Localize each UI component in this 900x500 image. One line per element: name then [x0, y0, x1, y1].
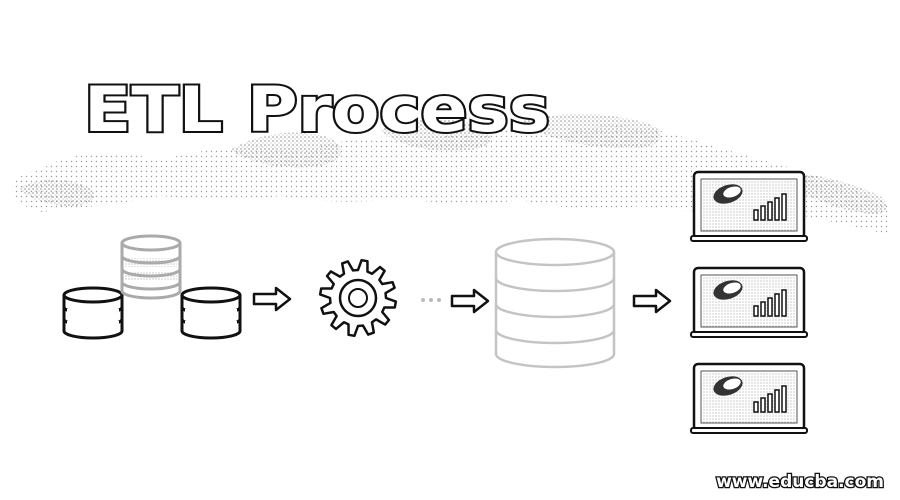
arrow-right-icon [252, 286, 292, 312]
gear-icon [318, 258, 398, 338]
arrow-right-icon [632, 288, 672, 314]
page-title: ETL Process [84, 73, 550, 146]
database-icon [62, 286, 124, 340]
output-dashboards [689, 170, 809, 435]
dashboard-monitor-icon [689, 266, 809, 339]
database-icon [180, 286, 242, 340]
dashboard-monitor-icon [689, 362, 809, 435]
data-warehouse-icon [494, 237, 616, 369]
website-watermark: www.educba.com [716, 472, 884, 492]
source-databases [62, 234, 242, 340]
dashboard-monitor-icon [689, 170, 809, 243]
arrow-right-icon [450, 288, 490, 314]
world-map-background [11, 113, 890, 235]
flow-dots [421, 298, 441, 302]
database-icon [120, 234, 182, 300]
